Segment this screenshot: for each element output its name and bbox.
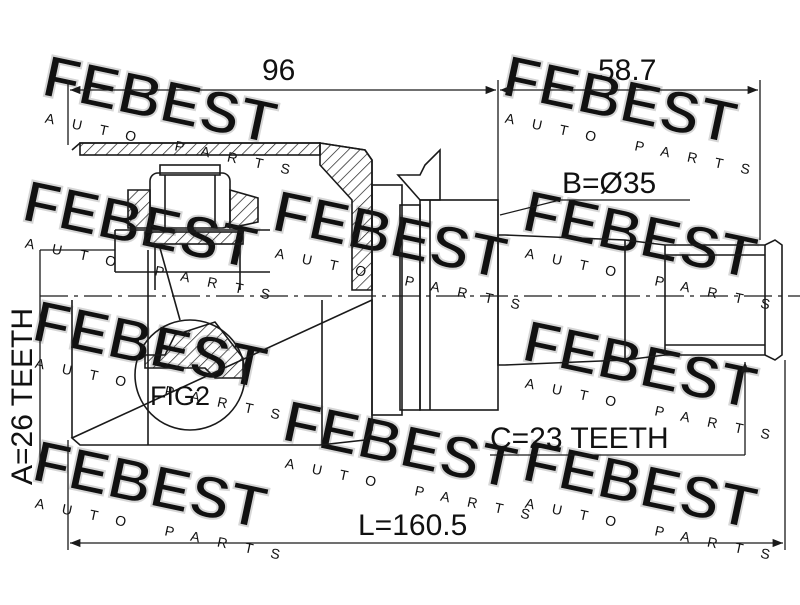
teeth-a-label: A=26 TEETH	[6, 308, 39, 485]
dimension-lines	[39, 80, 786, 550]
watermark-logo: FEBEST AUTO PARTS	[26, 426, 299, 566]
tripod-bearing-right	[229, 188, 259, 229]
housing-hatched-shoulder	[319, 142, 373, 291]
spider-ring	[144, 231, 244, 245]
tripod-roller-top	[159, 164, 221, 176]
watermark-logo: FEBEST AUTO PARTS	[516, 176, 789, 316]
fig2-hatched-tooth	[144, 321, 244, 379]
fig2-detail-circle	[134, 319, 246, 431]
fig2-label: FIG2	[150, 381, 210, 411]
watermark-logo: FEBEST AUTO PARTS	[266, 176, 539, 316]
fig2-leader	[159, 247, 181, 321]
housing-top-band	[79, 142, 321, 156]
total-length-label: L=160.5	[358, 509, 467, 542]
tripod-bearing-left	[127, 189, 151, 229]
watermark-layer: FEBEST AUTO PARTS FEBEST AUTO PARTS FEBE…	[16, 41, 789, 566]
joint-body	[70, 142, 783, 446]
dimension-96-label: 96	[262, 54, 295, 87]
diameter-b-leader	[499, 199, 561, 216]
dimension-58-7-label: 58.7	[598, 54, 656, 87]
watermark-logo: FEBEST AUTO PARTS	[276, 386, 549, 526]
shaft-outline	[497, 234, 783, 366]
teeth-c-label: C=23 TEETH	[490, 422, 669, 455]
diameter-b-label: B=Ø35	[562, 167, 656, 200]
neck-body	[371, 184, 403, 416]
flange-collar	[396, 148, 441, 201]
